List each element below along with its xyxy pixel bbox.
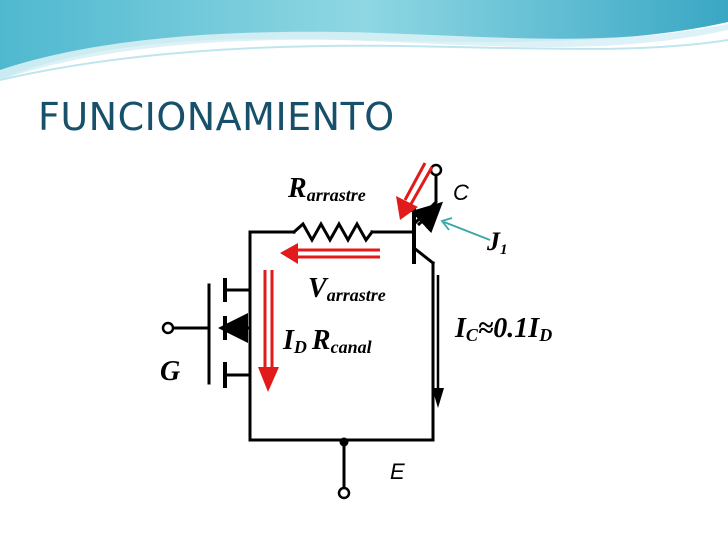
circuit-wires — [173, 174, 438, 489]
ic-current-arrowhead — [432, 388, 444, 408]
gate-terminal — [161, 321, 175, 335]
label-varrastre: Varrastre — [308, 273, 386, 305]
emitter-terminal — [337, 486, 351, 500]
red-current-arrows — [263, 162, 434, 370]
resistor-rarrastre — [291, 220, 375, 244]
mosfet-channel-leads — [223, 288, 252, 377]
red-arrow-id-shaft — [263, 270, 274, 370]
label-ic-approx: IC≈0.1ID — [454, 313, 552, 345]
label-collector-c: C — [453, 180, 469, 205]
red-arrow-varrastre-shaft — [296, 248, 380, 259]
bjt-emitter-lead — [411, 245, 436, 266]
decorative-banner — [0, 0, 728, 81]
loop-wire — [248, 230, 435, 442]
label-rarrastre: Rarrastre — [287, 173, 366, 205]
slide-title: FUNCIONAMIENTO — [38, 95, 395, 139]
label-emitter-e: E — [390, 459, 405, 484]
j1-pointer-line — [443, 221, 491, 241]
collector-terminal — [429, 163, 443, 177]
red-arrowhead-varrastre — [280, 243, 298, 264]
bjt-collector-arrow — [410, 201, 443, 234]
label-gate-g: G — [160, 356, 180, 387]
j1-pointer-head — [440, 217, 453, 231]
red-arrowhead-collector — [396, 196, 418, 220]
emitter-junction-dot — [339, 437, 349, 447]
label-j1: J1 — [486, 227, 508, 258]
red-arrowhead-id — [258, 367, 279, 392]
red-arrow-collector-shaft — [403, 162, 434, 205]
